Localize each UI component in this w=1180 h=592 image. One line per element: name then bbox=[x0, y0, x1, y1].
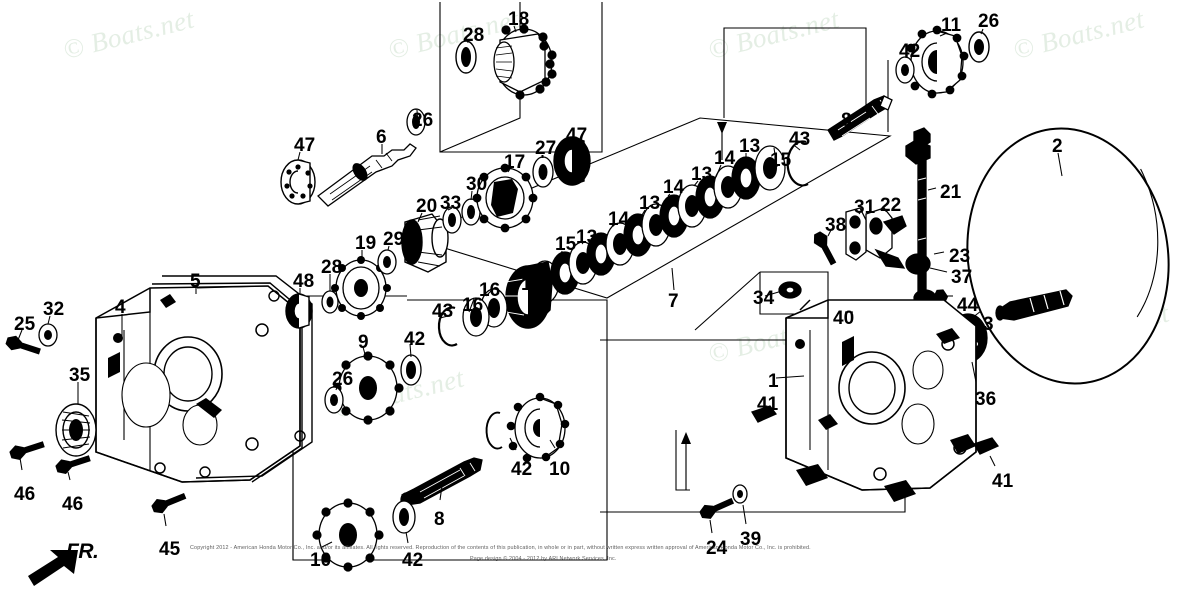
part-callout-43[interactable]: 43 bbox=[789, 129, 811, 150]
part-callout-28[interactable]: 28 bbox=[463, 25, 485, 46]
part-callout-31[interactable]: 31 bbox=[854, 197, 876, 218]
part-callout-37[interactable]: 37 bbox=[951, 267, 973, 288]
part-callout-42[interactable]: 42 bbox=[404, 329, 426, 350]
part-callout-26[interactable]: 26 bbox=[412, 110, 434, 131]
part-callout-44[interactable]: 44 bbox=[957, 295, 979, 316]
part-callout-29[interactable]: 29 bbox=[383, 229, 405, 250]
part-callout-7[interactable]: 7 bbox=[668, 291, 679, 312]
part-callout-13[interactable]: 13 bbox=[639, 193, 661, 214]
part-callout-42[interactable]: 42 bbox=[511, 459, 533, 480]
part-callout-11[interactable]: 11 bbox=[941, 15, 962, 36]
part-callout-15[interactable]: 15 bbox=[555, 234, 577, 255]
part-callout-10[interactable]: 10 bbox=[310, 550, 332, 571]
part-callout-9[interactable]: 9 bbox=[358, 332, 369, 353]
part-callout-19[interactable]: 19 bbox=[355, 233, 377, 254]
part-callout-35[interactable]: 35 bbox=[69, 365, 91, 386]
part-callout-25[interactable]: 25 bbox=[14, 314, 36, 335]
part-callout-10[interactable]: 10 bbox=[549, 459, 571, 480]
part-callout-20[interactable]: 20 bbox=[416, 196, 438, 217]
part-callout-34[interactable]: 34 bbox=[753, 288, 775, 309]
part-callout-4[interactable]: 4 bbox=[115, 297, 126, 318]
part-callout-33[interactable]: 33 bbox=[440, 193, 462, 214]
part-callout-13[interactable]: 13 bbox=[739, 136, 761, 157]
part-callout-15[interactable]: 15 bbox=[770, 150, 792, 171]
part-callout-30[interactable]: 30 bbox=[466, 174, 488, 195]
part-callout-23[interactable]: 23 bbox=[949, 246, 971, 267]
part-callout-41[interactable]: 41 bbox=[992, 471, 1014, 492]
part-callout-46[interactable]: 46 bbox=[62, 494, 84, 515]
part-callout-40[interactable]: 40 bbox=[833, 308, 855, 329]
part-callout-2[interactable]: 2 bbox=[1052, 136, 1063, 157]
part-callout-5[interactable]: 5 bbox=[190, 271, 201, 292]
part-callout-28[interactable]: 28 bbox=[321, 257, 343, 278]
part-callout-16[interactable]: 16 bbox=[462, 295, 484, 316]
part-callout-22[interactable]: 22 bbox=[880, 195, 902, 216]
part-callout-26[interactable]: 26 bbox=[332, 369, 354, 390]
part-callout-48[interactable]: 48 bbox=[293, 271, 315, 292]
part-callout-21[interactable]: 21 bbox=[940, 182, 962, 203]
part-callout-12[interactable]: 12 bbox=[521, 274, 543, 295]
part-callout-43[interactable]: 43 bbox=[432, 301, 454, 322]
footer-copyright-line-1: Copyright 2012 - American Honda Motor Co… bbox=[190, 545, 811, 551]
part-callout-13[interactable]: 13 bbox=[691, 164, 713, 185]
part-callout-27[interactable]: 27 bbox=[535, 138, 557, 159]
part-callout-36[interactable]: 36 bbox=[975, 389, 997, 410]
part-callout-14[interactable]: 14 bbox=[608, 209, 630, 230]
part-callout-13[interactable]: 13 bbox=[576, 227, 598, 248]
part-callout-18[interactable]: 18 bbox=[508, 9, 530, 30]
part-callout-1[interactable]: 1 bbox=[768, 371, 779, 392]
part-callout-32[interactable]: 32 bbox=[43, 299, 65, 320]
part-callout-46[interactable]: 46 bbox=[14, 484, 36, 505]
part-callout-3[interactable]: 3 bbox=[983, 314, 994, 335]
part-callout-38[interactable]: 38 bbox=[825, 215, 847, 236]
part-callout-8[interactable]: 8 bbox=[434, 509, 445, 530]
part-callout-42[interactable]: 42 bbox=[402, 550, 424, 571]
fr-arrow-icon bbox=[28, 550, 78, 586]
footer-copyright-line-2: Page design © 2004 - 2012 by ARI Network… bbox=[470, 556, 617, 562]
part-callout-8[interactable]: 8 bbox=[841, 110, 852, 131]
part-callout-41[interactable]: 41 bbox=[757, 394, 779, 415]
part-callout-42[interactable]: 42 bbox=[899, 41, 921, 62]
part-callout-39[interactable]: 39 bbox=[740, 529, 762, 550]
part-callout-14[interactable]: 14 bbox=[714, 148, 736, 169]
part-callout-47[interactable]: 47 bbox=[294, 135, 316, 156]
part-callout-45[interactable]: 45 bbox=[159, 539, 181, 560]
part-callout-26[interactable]: 26 bbox=[978, 11, 1000, 32]
part-callout-14[interactable]: 14 bbox=[663, 177, 685, 198]
part-callout-47[interactable]: 47 bbox=[566, 125, 588, 146]
part-callout-17[interactable]: 17 bbox=[504, 152, 526, 173]
part-callout-24[interactable]: 24 bbox=[706, 538, 728, 559]
part-callout-6[interactable]: 6 bbox=[376, 127, 387, 148]
part-callout-16[interactable]: 16 bbox=[479, 280, 501, 301]
